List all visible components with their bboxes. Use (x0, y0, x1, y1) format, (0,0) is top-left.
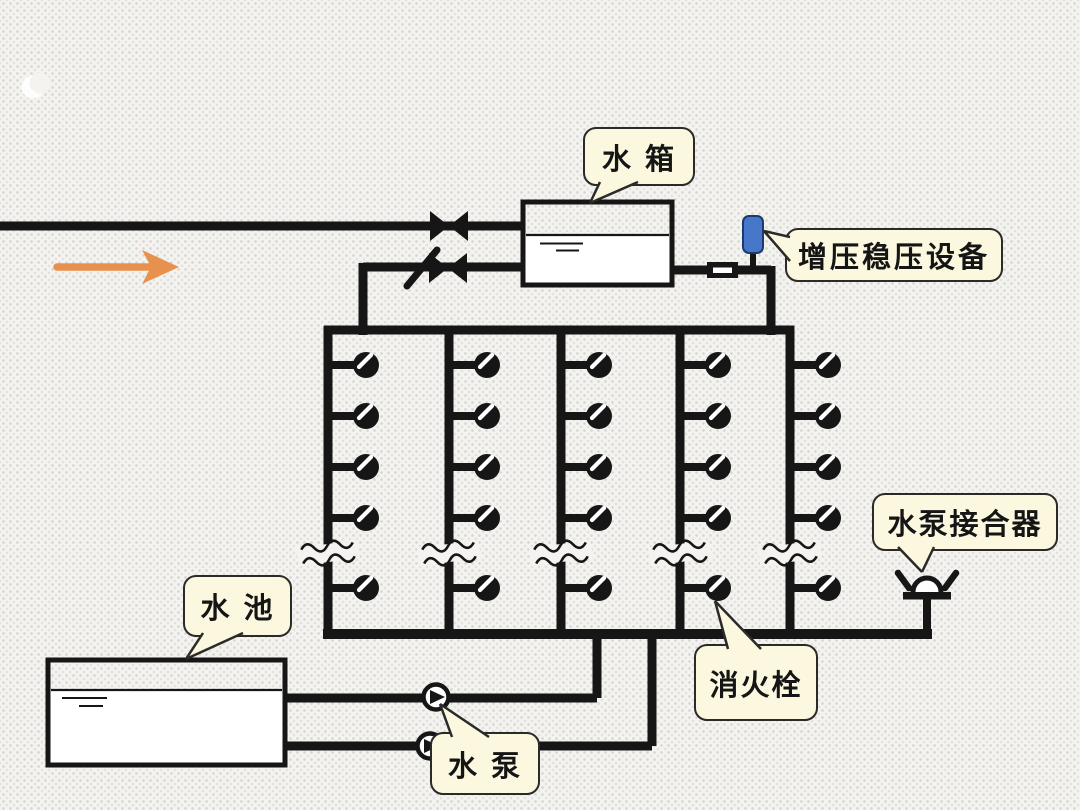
fire-hydrant-symbol (449, 505, 500, 531)
water-pool-label: 水 池 (183, 575, 292, 637)
check-valve-icon (403, 246, 467, 290)
fire-hydrant-symbol (328, 352, 379, 378)
fire-hydrant-symbol (680, 454, 731, 480)
water-tank (520, 199, 675, 288)
fire-hydrant-symbol (328, 505, 379, 531)
fire-hydrant-symbol (561, 454, 612, 480)
fire-hydrant-symbol (328, 454, 379, 480)
pressure-stabilizer-label: 增压稳压设备 (785, 228, 1003, 282)
fire-hydrant-symbol (790, 505, 841, 531)
water-tank-label: 水 箱 (583, 127, 695, 186)
fire-pump-icon-upper (421, 682, 451, 712)
pipe-fitting-icon (707, 262, 738, 278)
fire-hydrant-symbol (328, 575, 379, 601)
fire-hydrant-symbol (449, 352, 500, 378)
fire-hydrant-symbol (328, 403, 379, 429)
fire-hydrant-label: 消火栓 (694, 644, 818, 721)
fire-hydrant-symbol (790, 352, 841, 378)
pump-adapter-icon (894, 569, 960, 600)
hydrant-riser-group (296, 326, 841, 639)
pipe-break-symbol (648, 539, 712, 567)
pipe-break-symbol (758, 539, 822, 567)
water-pool (45, 657, 288, 768)
fire-hydrant-symbol (680, 352, 731, 378)
fire-hydrant-symbol (561, 505, 612, 531)
pump-adapter-label: 水泵接合器 (872, 493, 1058, 551)
flow-direction-arrow (53, 250, 179, 284)
water-pump-label: 水 泵 (430, 732, 540, 795)
fire-hydrant-symbol (680, 505, 731, 531)
pipe-break-symbol (296, 539, 360, 567)
gate-valve-icon (430, 211, 468, 241)
fire-hydrant-symbol (680, 575, 731, 601)
fire-hydrant-symbol (449, 403, 500, 429)
fire-hydrant-symbol (561, 403, 612, 429)
fire-hydrant-symbol (561, 575, 612, 601)
crescent-icon (21, 72, 51, 99)
fire-hydrant-symbol (449, 575, 500, 601)
fire-hydrant-symbol (449, 454, 500, 480)
pipe-break-symbol (417, 539, 481, 567)
fire-hydrant-symbol (790, 575, 841, 601)
fire-hydrant-symbol (561, 352, 612, 378)
fire-hydrant-symbol (790, 403, 841, 429)
fire-hydrant-symbol (790, 454, 841, 480)
pipe-break-symbol (529, 539, 593, 567)
fire-hydrant-symbol (680, 403, 731, 429)
pressure-device-icon (742, 215, 764, 254)
